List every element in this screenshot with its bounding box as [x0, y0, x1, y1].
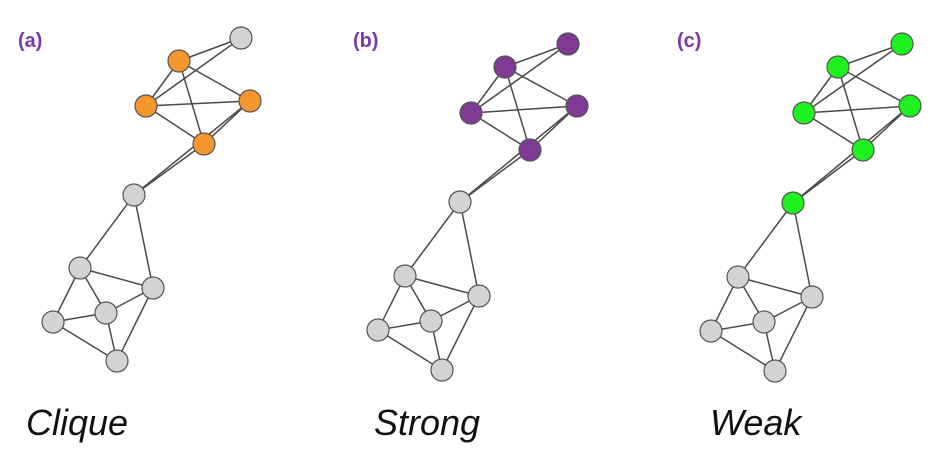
node-n11 [763, 359, 787, 383]
node-n3-highlighted [898, 94, 922, 118]
edge-n5-n6 [459, 149, 531, 203]
node-n2-highlighted [826, 55, 850, 79]
node-n5-highlighted [518, 138, 542, 162]
node-n11 [430, 358, 454, 382]
node-n6 [122, 183, 146, 207]
panel-b-nodes [366, 32, 589, 382]
node-n4-highlighted [459, 101, 483, 125]
edge-n10-n11 [377, 329, 443, 371]
edge-n1-n4 [470, 43, 569, 114]
panel-b-tag: (b) [353, 30, 379, 52]
node-n2-highlighted [167, 49, 191, 73]
node-n3-highlighted [238, 89, 262, 113]
edge-n6-n8 [792, 202, 813, 298]
node-n10 [699, 319, 723, 343]
edge-n2-n5 [504, 66, 531, 151]
node-n1-highlighted [556, 32, 580, 56]
node-n8 [467, 284, 491, 308]
node-n9 [752, 310, 776, 334]
panel-a-tag: (a) [18, 30, 42, 52]
node-n6 [448, 190, 472, 214]
edge-n8-n11 [116, 287, 154, 362]
panel-c-edges [710, 43, 911, 372]
edge-n3-n6 [133, 100, 251, 196]
edge-n10-n11 [52, 321, 118, 362]
edge-n3-n4 [803, 105, 911, 114]
edge-n5-n6 [133, 143, 205, 196]
edge-n2-n3 [178, 60, 251, 102]
edge-n6-n8 [133, 194, 154, 289]
edge-n6-n7 [737, 202, 794, 278]
node-n7 [726, 265, 750, 289]
node-n3-highlighted [565, 94, 589, 118]
panel-a-edges [52, 37, 251, 362]
edge-n6-n8 [459, 201, 480, 297]
edge-n10-n11 [710, 330, 776, 372]
panel-b-edges [377, 43, 578, 371]
node-n7 [393, 264, 417, 288]
edge-n1-n4 [803, 43, 903, 114]
edge-n6-n7 [79, 194, 135, 269]
node-n6-highlighted [781, 191, 805, 215]
node-n4-highlighted [792, 101, 816, 125]
edge-n7-n8 [737, 276, 813, 298]
node-n8 [800, 285, 824, 309]
panel-a: (a) Clique [18, 26, 262, 443]
panel-a-nodes [41, 26, 262, 373]
edge-n3-n6 [792, 105, 911, 204]
edge-n4-n5 [803, 112, 864, 151]
node-n10 [41, 310, 65, 334]
panel-a-caption: Clique [26, 402, 128, 443]
edge-n5-n6 [792, 149, 864, 204]
edge-n4-n5 [470, 112, 531, 151]
edge-n3-n6 [459, 105, 578, 203]
edge-n2-n5 [178, 60, 205, 145]
node-n4-highlighted [134, 94, 158, 118]
node-n1 [229, 26, 253, 50]
panel-c: (c) Weak [677, 30, 922, 443]
node-n5-highlighted [851, 138, 875, 162]
node-n1-highlighted [890, 32, 914, 56]
edge-n6-n7 [404, 201, 461, 277]
edge-n3-n4 [470, 105, 578, 114]
node-n11 [105, 349, 129, 373]
edge-n8-n11 [441, 295, 480, 371]
node-n5-highlighted [192, 132, 216, 156]
panel-c-caption: Weak [710, 402, 803, 443]
node-n10 [366, 318, 390, 342]
panel-b: (b) Strong [353, 30, 589, 443]
edge-n1-n4 [145, 37, 242, 107]
node-n9 [419, 309, 443, 333]
edge-n2-n3 [837, 66, 911, 107]
edge-n2-n5 [837, 66, 864, 151]
edge-n2-n3 [504, 66, 578, 107]
node-n8 [141, 276, 165, 300]
edge-n8-n11 [774, 296, 813, 372]
panel-c-nodes [699, 32, 922, 383]
edge-n3-n4 [145, 100, 251, 107]
edge-n7-n8 [79, 267, 154, 289]
edge-n7-n8 [404, 275, 480, 297]
node-n7 [68, 256, 92, 280]
panel-c-tag: (c) [677, 30, 701, 52]
node-n2-highlighted [493, 55, 517, 79]
panel-b-caption: Strong [374, 402, 480, 443]
node-n9 [94, 301, 118, 325]
